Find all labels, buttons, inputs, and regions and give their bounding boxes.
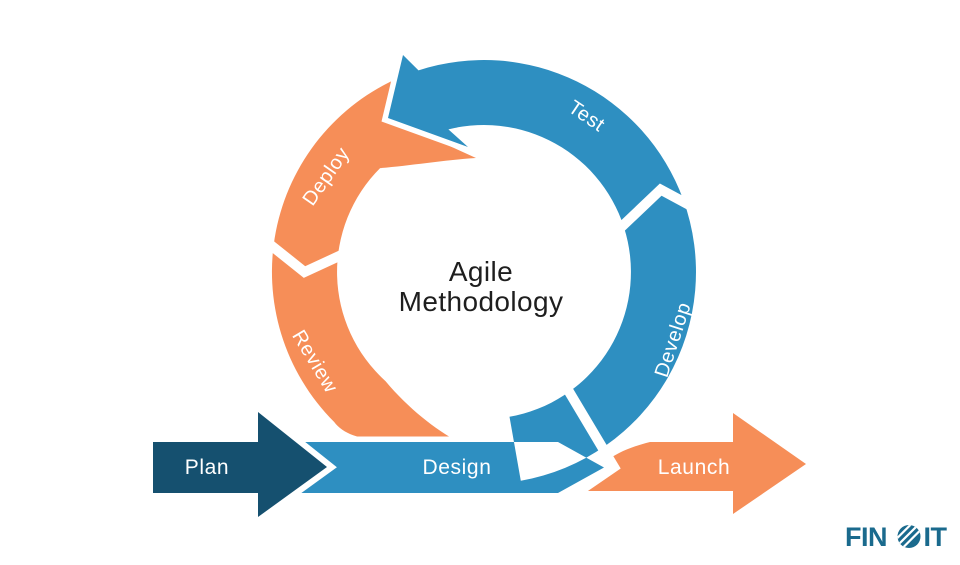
title-line-1: Agile — [449, 256, 513, 287]
develop-test-gap — [613, 183, 697, 235]
plan-label: Plan — [185, 456, 229, 479]
plan-arrow — [147, 399, 337, 529]
launch-label: Launch — [658, 456, 731, 479]
striped-globe-o-icon — [893, 520, 923, 550]
center-title: Agile Methodology — [399, 256, 564, 317]
launch-arrow — [578, 413, 806, 514]
title-line-2: Methodology — [399, 286, 564, 317]
deploy-review-band — [271, 76, 476, 442]
finoit-logo: FIN IT — [845, 520, 948, 552]
design-label: Design — [423, 456, 492, 479]
logo-text-prefix: FIN — [845, 522, 887, 552]
logo-text-suffix: IT — [924, 522, 948, 552]
deploy-review-gap — [262, 237, 349, 278]
design-develop-gap — [556, 380, 621, 509]
